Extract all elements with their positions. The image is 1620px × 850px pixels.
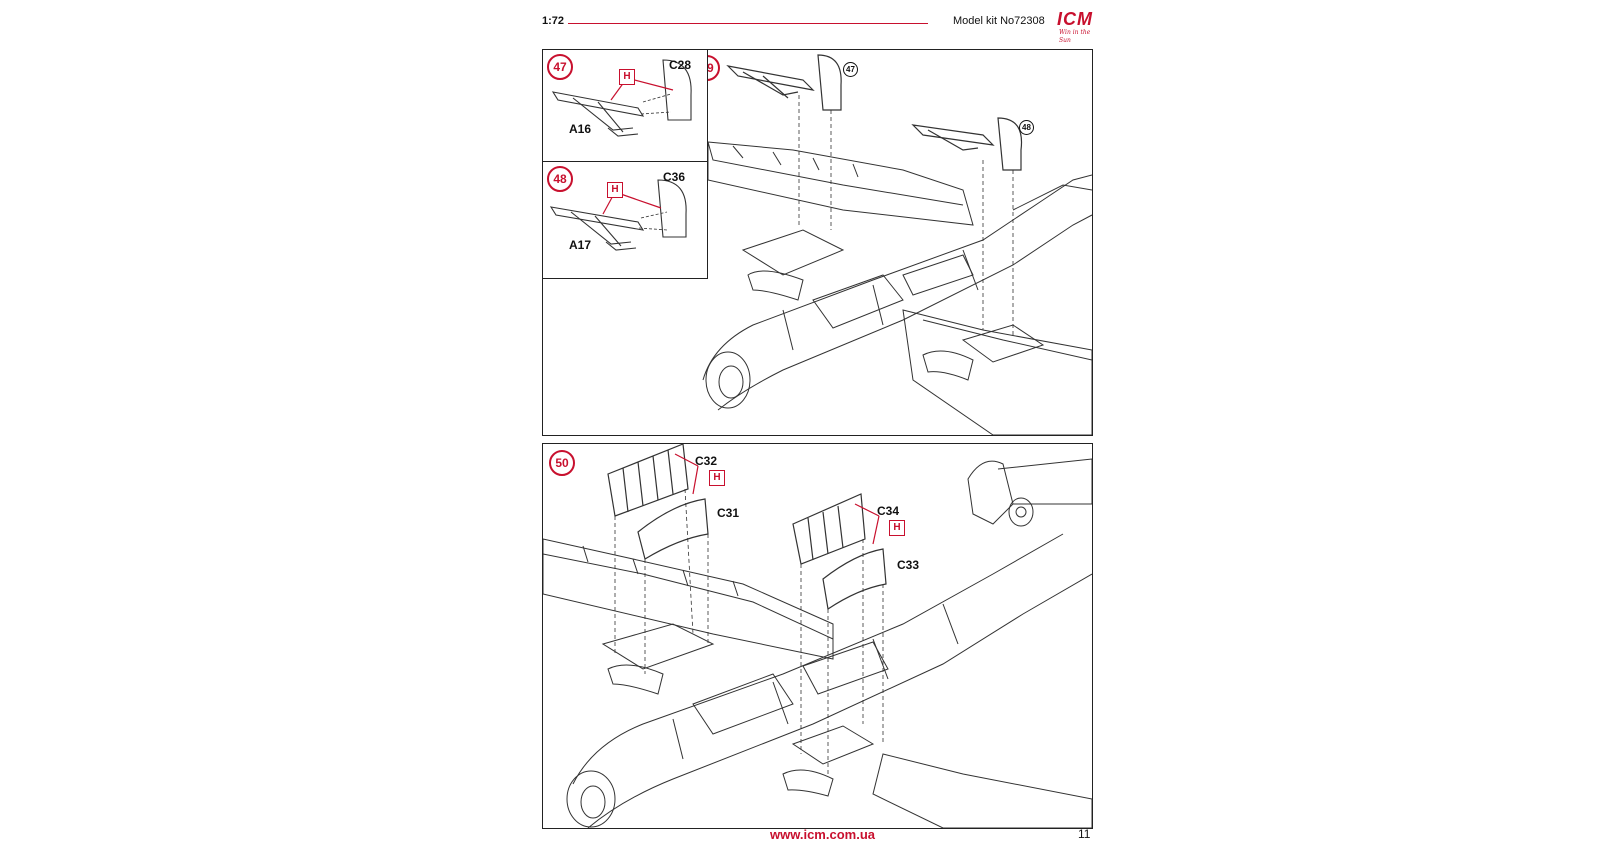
header-rule xyxy=(568,23,928,24)
part-a16: A16 xyxy=(569,122,592,136)
glue-mark-h: H xyxy=(889,520,905,536)
part-c31: C31 xyxy=(717,506,740,520)
kit-number: Model kit No72308 xyxy=(953,15,1045,27)
part-c33: C33 xyxy=(897,558,920,572)
icm-logo: ICM Win in the Sun xyxy=(1057,9,1103,45)
part-a17: A17 xyxy=(569,238,592,252)
part-c32: C32 xyxy=(695,454,718,468)
step-47-panel: 47 H C28 A16 xyxy=(542,49,708,163)
glue-mark-h: H xyxy=(607,182,623,198)
logo-tagline: Win in the Sun xyxy=(1059,29,1091,44)
part-c28: C28 xyxy=(669,58,692,72)
step-50-aircraft-drawing xyxy=(543,444,1092,828)
part-c34: C34 xyxy=(877,504,900,518)
step-48-panel: 48 H C36 A17 xyxy=(542,161,708,279)
footer-website[interactable]: www.icm.com.ua xyxy=(770,827,875,842)
step-50-number: 50 xyxy=(549,450,575,476)
scale-label: 1:72 xyxy=(542,15,565,27)
step-50-panel: 50 C32 H C31 C34 H C33 xyxy=(542,443,1093,829)
step-48-number: 48 xyxy=(547,166,573,192)
ref-48-circle: 48 xyxy=(1019,120,1034,135)
part-c36: C36 xyxy=(663,170,686,184)
glue-mark-h: H xyxy=(709,470,725,486)
step-47-number: 47 xyxy=(547,54,573,80)
logo-mark: ICM xyxy=(1057,9,1093,29)
page-number: 11 xyxy=(1078,827,1091,841)
glue-mark-h: H xyxy=(619,69,635,85)
step-49-aircraft-drawing xyxy=(702,54,1092,435)
ref-47-circle: 47 xyxy=(843,62,858,77)
